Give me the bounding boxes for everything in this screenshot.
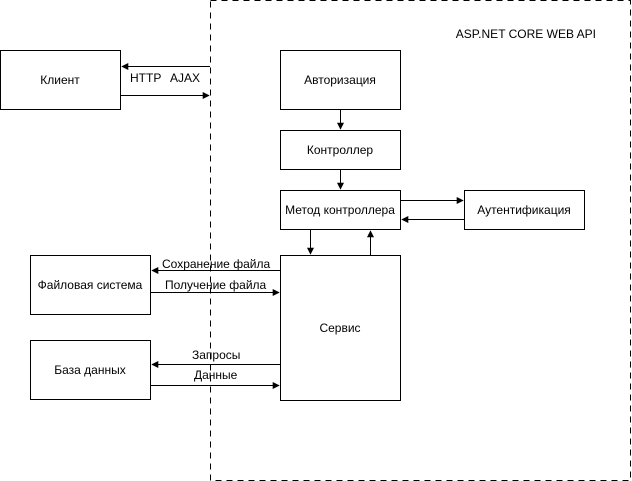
database-node: База данных — [30, 340, 151, 400]
ajax-label: AJAX — [170, 71, 200, 85]
method-node: Метод контроллера — [280, 190, 401, 230]
authn-label: Аутентификация — [477, 203, 571, 217]
api-container — [210, 0, 631, 481]
authn-node: Аутентификация — [464, 190, 585, 230]
method-label: Метод контроллера — [285, 203, 395, 217]
service-label: Сервис — [319, 321, 360, 335]
http-label: HTTP — [130, 71, 161, 85]
service-node: Сервис — [280, 255, 401, 401]
controller-node: Контроллер — [280, 130, 401, 170]
client-node: Клиент — [0, 50, 121, 110]
queries-label: Запросы — [192, 348, 240, 362]
filesystem-node: Файловая система — [30, 255, 151, 315]
database-label: База данных — [54, 363, 125, 377]
controller-label: Контроллер — [307, 143, 374, 157]
client-label: Клиент — [40, 73, 80, 87]
data-label: Данные — [194, 368, 238, 382]
save-file-label: Сохранение файла — [162, 257, 270, 271]
container-title: ASP.NET CORE WEB API — [456, 27, 596, 41]
filesystem-label: Файловая система — [38, 278, 143, 292]
get-file-label: Получение файла — [165, 278, 267, 292]
auth-node: Авторизация — [280, 50, 401, 110]
auth-label: Авторизация — [304, 73, 376, 87]
